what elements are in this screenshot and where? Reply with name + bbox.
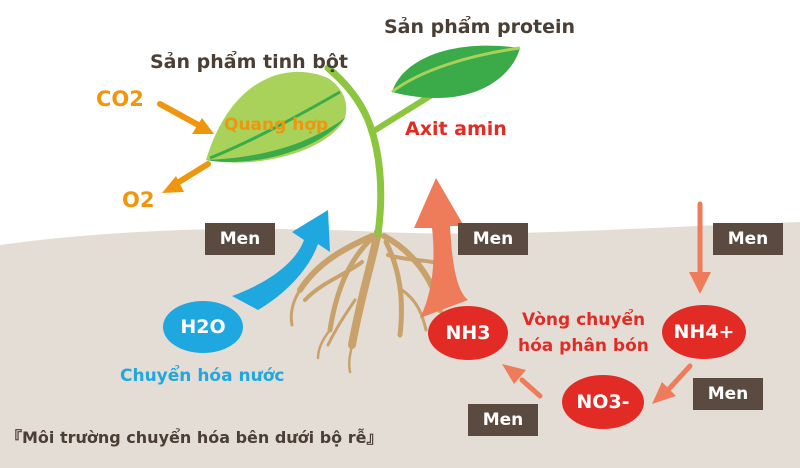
nh3-oval: NH3 [428,306,508,360]
arrow-in-co2 [157,101,214,134]
plant-stem [324,64,385,238]
co2-label: CO2 [96,87,144,111]
arrow-water-up [232,210,330,310]
amino-acid-label: Axit amin [405,118,507,140]
fertilizer-cycle-label-line1: Vòng chuyển [522,310,646,330]
caption: 『Môi trường chuyển hóa bên dưới bộ rễ』 [6,428,383,447]
arrow-amino-up [414,178,468,318]
enzyme-tag-left: Men [205,223,275,255]
o2-label: O2 [122,188,155,212]
fertilizer-cycle-label-line2: hóa phân bón [518,336,649,356]
enzyme-tag-bottom: Men [468,404,538,436]
top-leaf [391,45,521,98]
enzyme-tag-right: Men [713,223,783,255]
protein-product-label: Sản phẩm protein [384,16,576,38]
photosynthesis-label: Quang hợp [224,115,329,135]
enzyme-tag-center: Men [458,223,528,255]
arrow-out-o2 [162,161,211,193]
cycle-arrows [502,201,711,404]
starch-product-label: Sản phẩm tinh bột [150,51,349,73]
no3-oval: NO3- [562,375,644,429]
enzyme-tag-lower-right: Men [693,378,763,410]
water-metabolism-label: Chuyển hóa nước [120,366,285,386]
nh4-oval: NH4+ [662,305,746,359]
h2o-oval: H2O [163,301,243,353]
left-leaf [206,71,347,163]
